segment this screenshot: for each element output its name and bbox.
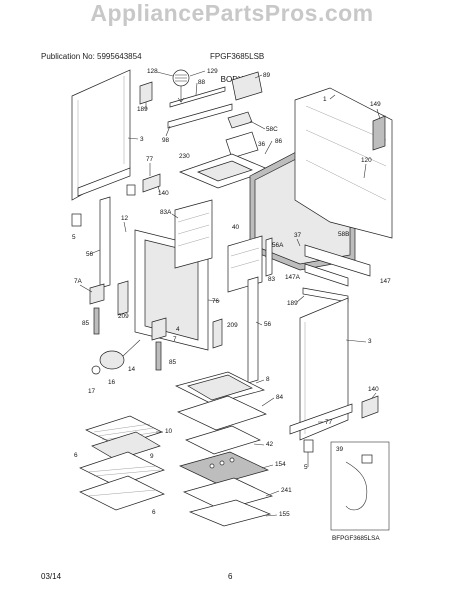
leveling-foot-right — [303, 439, 314, 453]
callout-4: 4 — [176, 326, 180, 333]
part-209-left — [117, 280, 129, 316]
model-number: FPGF3685LSB — [210, 52, 265, 61]
bracket-189 — [139, 81, 153, 105]
callout-8: 8 — [266, 376, 270, 383]
callout-149: 149 — [370, 101, 381, 108]
callout-7a: 7A — [74, 278, 83, 285]
callout-83a: 83A — [160, 209, 172, 216]
callout-9: 9 — [150, 453, 154, 460]
callout-3-right: 3 — [368, 338, 372, 345]
callout-40: 40 — [232, 224, 240, 231]
callout-98: 98 — [162, 137, 170, 144]
callout-189-right: 189 — [287, 300, 298, 307]
callout-88: 88 — [198, 79, 206, 86]
callout-77-right: 77 — [325, 419, 333, 426]
section-title: BODY — [220, 75, 244, 84]
callout-6-upper: 6 — [74, 452, 78, 459]
callout-56-right: 56 — [264, 321, 272, 328]
leader-lines — [79, 70, 381, 517]
callout-129: 129 — [207, 68, 218, 75]
callout-16: 16 — [108, 379, 116, 386]
watermark: AppliancePartsPros.com — [90, 0, 374, 26]
callout-147a: 147A — [285, 274, 301, 281]
callout-85-left: 85 — [82, 320, 90, 327]
callout-14: 14 — [128, 366, 136, 373]
gas-valve — [91, 339, 141, 375]
rail-147a — [304, 263, 349, 287]
inset-power-cord — [330, 441, 390, 531]
callout-42: 42 — [266, 441, 274, 448]
rail-77-right — [289, 403, 353, 435]
bracket-140-right — [361, 395, 379, 419]
hinge-85-left — [93, 307, 100, 335]
leveling-foot-left — [71, 184, 136, 227]
callout-85-right: 85 — [169, 359, 177, 366]
rail-88 — [169, 86, 226, 108]
callout-56-left: 56 — [86, 251, 94, 258]
rail-147 — [304, 244, 371, 277]
footer-date: 03/14 — [41, 572, 62, 581]
callout-154: 154 — [275, 461, 286, 468]
callout-58c: 58C — [266, 126, 278, 133]
strip-56-right — [247, 276, 259, 384]
callout-89: 89 — [263, 72, 271, 79]
part-209-right — [212, 318, 223, 349]
callout-10: 10 — [165, 428, 173, 435]
strip-56-left — [99, 196, 111, 289]
hinge-89 — [231, 71, 263, 101]
callout-140-right: 140 — [368, 386, 379, 393]
callout-58b: 58B — [338, 231, 349, 238]
callout-189: 189 — [137, 106, 148, 113]
page-number: 6 — [228, 572, 233, 581]
callout-209-right: 209 — [227, 322, 238, 329]
callout-77: 77 — [146, 156, 154, 163]
inset-caption: BFPGF3685LSA — [332, 535, 380, 542]
rack-support-83a — [174, 199, 213, 269]
callout-3-left: 3 — [140, 136, 144, 143]
callout-84: 84 — [276, 394, 284, 401]
callout-155: 155 — [279, 511, 290, 518]
callout-128: 128 — [147, 68, 158, 75]
callout-1: 1 — [323, 96, 327, 103]
side-panel-right — [299, 297, 349, 441]
rail-98 — [167, 103, 233, 129]
callout-76: 76 — [212, 298, 220, 305]
oven-racks — [79, 451, 165, 511]
callout-209-left: 209 — [118, 313, 129, 320]
callout-230: 230 — [179, 153, 190, 160]
bracket-189-right — [302, 287, 349, 303]
callout-120: 120 — [361, 157, 372, 164]
hinge-85-right — [155, 341, 162, 371]
bar-56a — [265, 237, 273, 277]
callout-56a: 56A — [272, 242, 284, 249]
publication-number: Publication No: 5995643854 — [41, 52, 142, 61]
callout-36: 36 — [258, 141, 266, 148]
callout-17: 17 — [88, 388, 96, 395]
spring-assembly — [172, 69, 190, 103]
door-assembly — [175, 371, 273, 527]
callout-12: 12 — [121, 215, 129, 222]
callout-39: 39 — [336, 446, 344, 453]
callout-7: 7 — [173, 336, 177, 343]
bracket-7a — [89, 283, 105, 305]
callout-5-left: 5 — [72, 234, 76, 241]
back-panel — [294, 87, 393, 239]
callout-86: 86 — [275, 138, 283, 145]
rail-77-left — [77, 167, 131, 197]
callout-labels: 128 129 88 89 1 149 189 3 98 58C 86 230 … — [72, 68, 391, 542]
part-36 — [225, 131, 259, 159]
callout-140: 140 — [158, 190, 169, 197]
callout-5-right: 5 — [304, 464, 308, 471]
callout-147: 147 — [380, 278, 391, 285]
callout-37: 37 — [294, 232, 302, 239]
bracket-140 — [142, 173, 161, 193]
callout-241: 241 — [281, 487, 292, 494]
bracket-7 — [151, 317, 167, 341]
callout-6-lower: 6 — [152, 509, 156, 516]
part-58c — [227, 111, 253, 129]
callout-83: 83 — [268, 276, 276, 283]
